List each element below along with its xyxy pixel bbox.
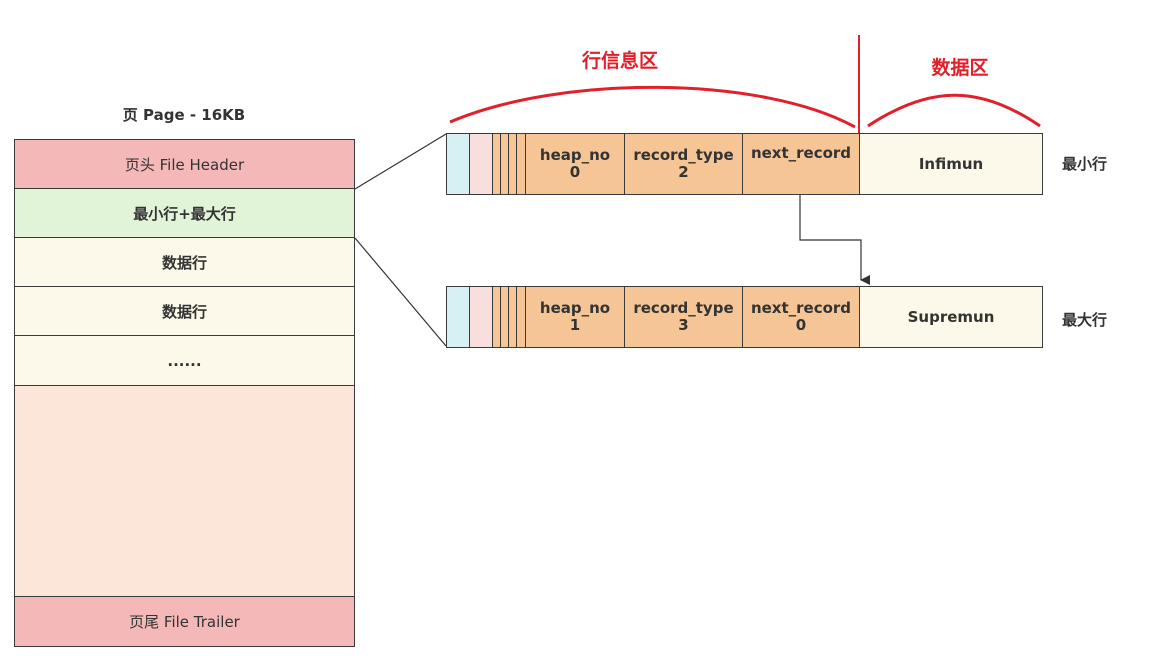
heap-no-label: heap_no bbox=[539, 299, 611, 317]
record-header-cell bbox=[469, 133, 493, 195]
min-row-label: 最小行 bbox=[1062, 155, 1108, 173]
row-info-region-label: 行信息区 bbox=[581, 50, 658, 72]
heap-no-label: heap_no bbox=[539, 146, 611, 164]
record-type-cell: record_type 3 bbox=[624, 286, 743, 348]
min-max-row-block: 最小行+最大行 bbox=[14, 188, 355, 238]
max-row-label: 最大行 bbox=[1062, 311, 1108, 329]
data-region-label: 数据区 bbox=[931, 57, 989, 79]
next-record-label: next_record bbox=[750, 144, 852, 162]
infimum-data-cell: Infimun bbox=[859, 133, 1043, 195]
page-title: 页 Page - 16KB bbox=[122, 106, 246, 124]
next-record-cell: next_record bbox=[742, 133, 860, 195]
data-row-block: 数据行 bbox=[14, 286, 355, 336]
heap-no-value: 0 bbox=[569, 163, 581, 181]
next-record-value: 0 bbox=[795, 316, 807, 334]
record-header-cell bbox=[469, 286, 493, 348]
row-info-brace bbox=[449, 85, 856, 129]
file-trailer-block: 页尾 File Trailer bbox=[14, 596, 355, 647]
record-type-label: record_type bbox=[633, 146, 734, 164]
record-header-cell bbox=[446, 133, 470, 195]
supremum-data: Supremun bbox=[907, 307, 995, 326]
heap-no-value: 1 bbox=[569, 316, 581, 334]
next-record-arrow bbox=[799, 195, 870, 285]
ellipsis-block: ...... bbox=[14, 335, 355, 386]
record-type-cell: record_type 2 bbox=[624, 133, 743, 195]
next-record-label: next_record bbox=[750, 299, 852, 317]
free-space-block bbox=[14, 385, 355, 597]
heap-no-cell: heap_no 0 bbox=[525, 133, 625, 195]
zoom-line-top bbox=[354, 133, 447, 190]
infimum-data: Infimun bbox=[918, 154, 984, 173]
record-type-value: 3 bbox=[678, 316, 689, 334]
data-brace bbox=[867, 93, 1041, 128]
record-type-value: 2 bbox=[678, 163, 689, 181]
heap-no-cell: heap_no 1 bbox=[525, 286, 625, 348]
zoom-line-bottom bbox=[354, 237, 447, 347]
record-type-label: record_type bbox=[633, 299, 734, 317]
record-header-cell bbox=[446, 286, 470, 348]
supremum-data-cell: Supremun bbox=[859, 286, 1043, 348]
next-record-cell: next_record 0 bbox=[742, 286, 860, 348]
